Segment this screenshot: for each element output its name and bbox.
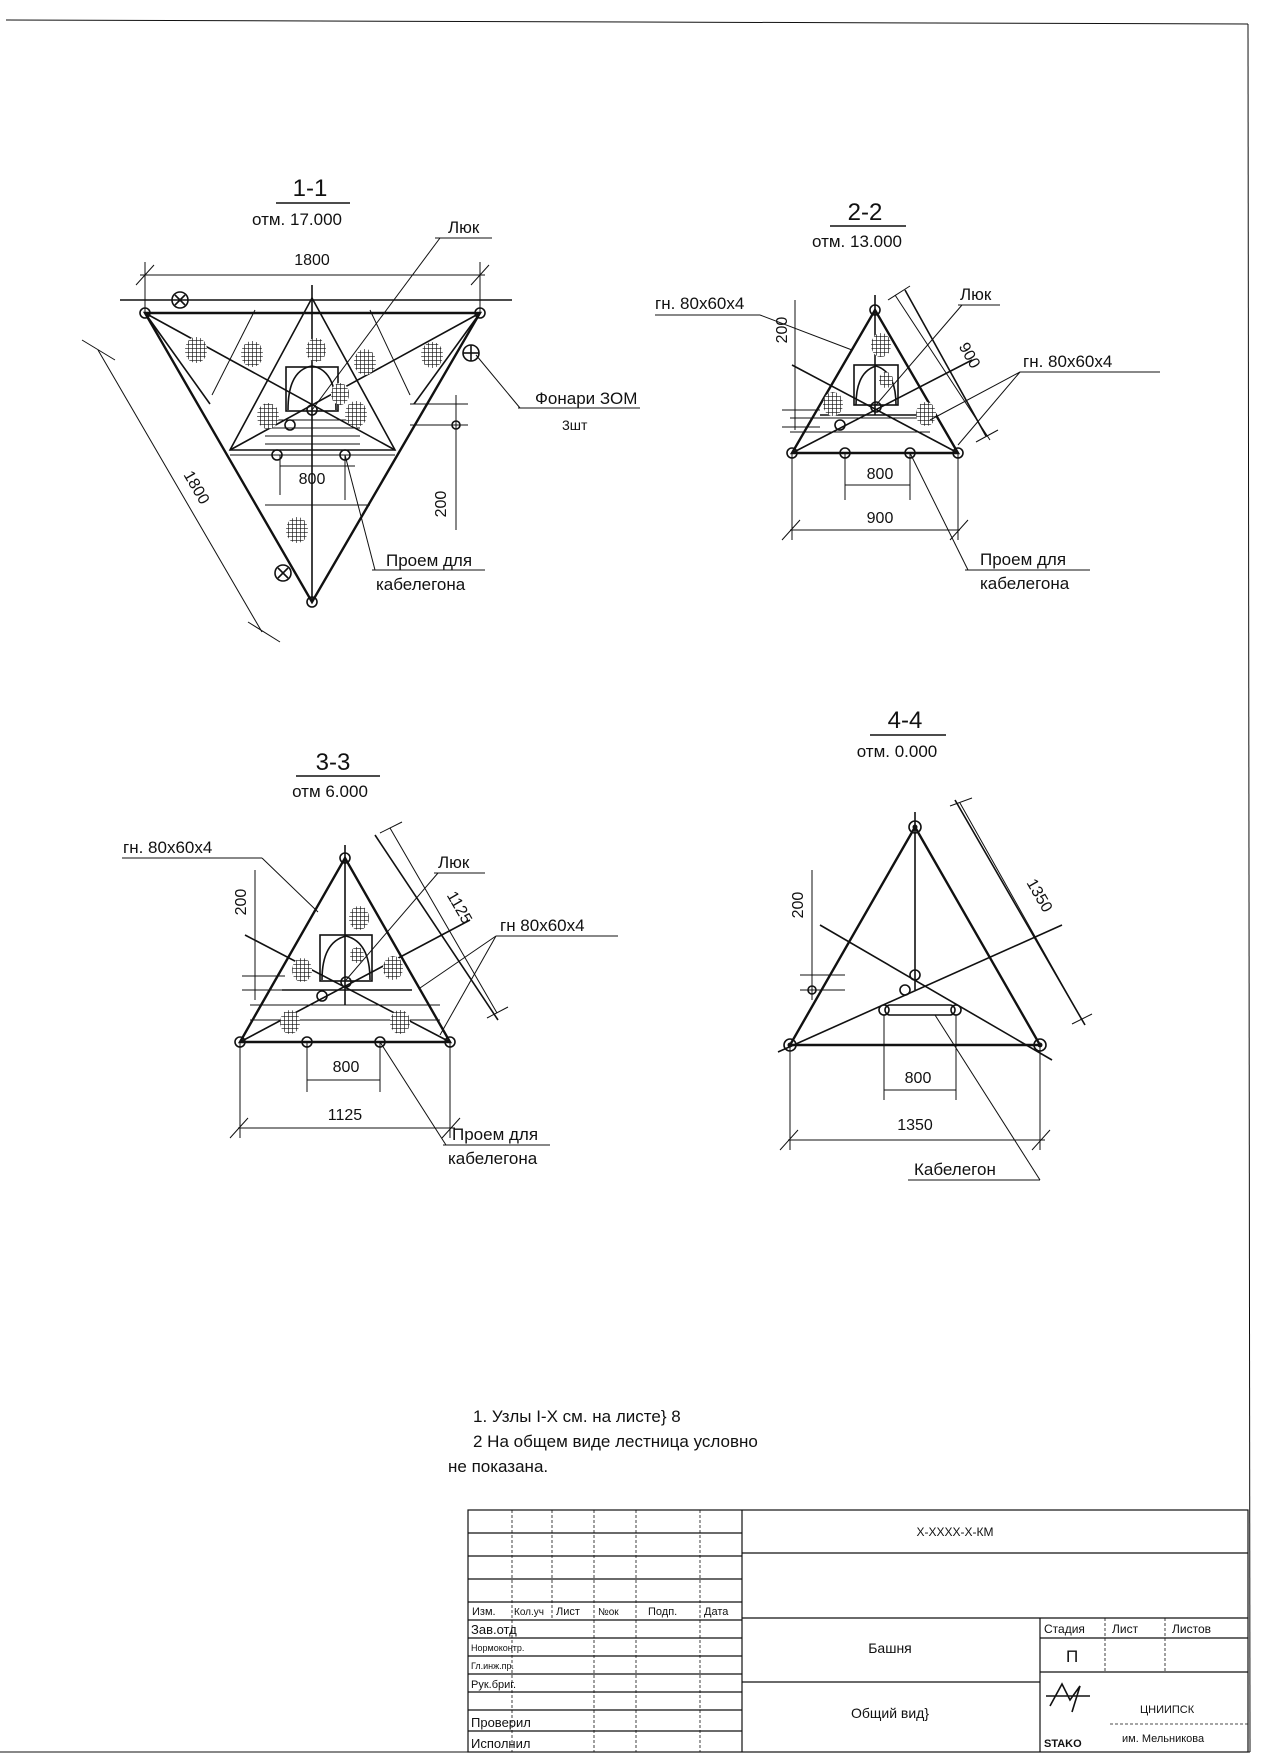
- section-title: 3-3: [316, 749, 351, 776]
- section-level: отм. 13.000: [812, 232, 902, 251]
- sheet-title: Общий вид}: [851, 1705, 929, 1721]
- header-cell: Изм.: [472, 1606, 496, 1618]
- dim-top: 1800: [294, 252, 330, 269]
- section-level: отм 6.000: [292, 782, 368, 801]
- section-level: отм. 0.000: [857, 742, 938, 761]
- org-subname: им. Мельникова: [1122, 1733, 1205, 1745]
- label-opening-1: Проем для: [980, 550, 1066, 569]
- role-cell: Зав.отд: [471, 1622, 517, 1637]
- header-cell: Подп.: [648, 1606, 677, 1618]
- section-4-4: 4-4 отм. 0.000 1350 800 1350: [777, 707, 1093, 1181]
- header-cell: Дата: [704, 1606, 729, 1618]
- light-icon: [274, 564, 292, 582]
- label-lights-qty: 3шт: [562, 417, 588, 433]
- dim-height: 200: [233, 889, 250, 916]
- section-title: 4-4: [888, 707, 923, 734]
- doc-code: Х-ХХХХ-Х-КМ: [917, 1525, 994, 1539]
- note-line: 2 На общем виде лестница условно: [473, 1432, 758, 1451]
- label-opening-1: Проем для: [452, 1125, 538, 1144]
- section-title: 1-1: [293, 175, 328, 202]
- section-3-3: 3-3 отм 6.000 1125 800: [122, 749, 618, 1168]
- sheet-frame: [0, 19, 1251, 1753]
- note-line: 1. Узлы I-X см. на листе} 8: [473, 1407, 681, 1426]
- role-cell: Гл.инж.пр.: [471, 1661, 514, 1671]
- role-cell: Исполнил: [471, 1736, 530, 1751]
- light-icon: [171, 291, 189, 309]
- label-hatch: Люк: [960, 285, 992, 304]
- dim-height: 200: [774, 317, 791, 344]
- label-opening-2: кабелегона: [980, 574, 1070, 593]
- section-1-1: 1-1 отм. 17.000: [81, 175, 640, 643]
- dim-base: 1350: [897, 1117, 933, 1134]
- label-cable: Кабелегон: [914, 1160, 996, 1179]
- label-opening-2: кабелегона: [448, 1149, 538, 1168]
- platform-outline: [237, 855, 453, 1044]
- role-cell: Нормоконтр.: [471, 1643, 524, 1653]
- label-hatch: Люк: [438, 853, 470, 872]
- dim-hatch-width: 800: [867, 466, 894, 483]
- label-opening-1: Проем для: [386, 551, 472, 570]
- label-profile-right: гн. 80х60х4: [1023, 352, 1112, 371]
- role-cell: Рук.бриг.: [471, 1679, 516, 1691]
- light-icon: [462, 344, 480, 362]
- label-profile-left: гн. 80х60х4: [123, 838, 212, 857]
- sheet-label: Лист: [1112, 1622, 1139, 1636]
- anchor-node: [908, 820, 922, 834]
- label-profile-left: гн. 80х60х4: [655, 294, 744, 313]
- dim-side: 1125: [443, 889, 475, 927]
- platform-outline: [789, 307, 961, 455]
- dim-hatch-width: 800: [333, 1059, 360, 1076]
- section-2-2: 2-2 отм. 13.000 900 800: [655, 199, 1160, 593]
- label-profile-right: гн 80х60х4: [500, 916, 585, 935]
- cable-tray: [884, 1004, 956, 1016]
- logo-text: STAKO: [1044, 1738, 1082, 1750]
- dim-height: 200: [790, 892, 807, 919]
- dim-hatch-width: 800: [905, 1070, 932, 1087]
- header-cell: Кол.уч: [514, 1607, 544, 1618]
- dim-hatch-width: 800: [299, 471, 326, 488]
- section-title: 2-2: [848, 199, 883, 226]
- header-cell: №ок: [598, 1607, 619, 1618]
- dim-height: 200: [433, 491, 450, 518]
- platform-outline: [787, 824, 1043, 1047]
- note-line: не показана.: [448, 1457, 548, 1476]
- label-opening-2: кабелегона: [376, 575, 466, 594]
- dim-base: 1125: [328, 1107, 363, 1124]
- dim-side: 1800: [180, 468, 213, 507]
- org-name: ЦНИИПСК: [1140, 1704, 1195, 1716]
- dim-side: 1350: [1023, 876, 1056, 915]
- dim-base: 900: [867, 510, 894, 527]
- stage-value: П: [1066, 1647, 1078, 1666]
- role-cell: Проверил: [471, 1715, 531, 1730]
- label-lights: Фонари ЗОМ: [535, 389, 637, 408]
- label-hatch: Люк: [448, 218, 480, 237]
- notes: 1. Узлы I-X см. на листе} 8 2 На общем в…: [448, 1407, 758, 1476]
- stage-label: Стадия: [1044, 1622, 1085, 1636]
- stako-logo: STAKO: [1044, 1682, 1090, 1750]
- header-cell: Лист: [556, 1606, 580, 1618]
- title-block: Изм. Кол.уч Лист №ок Подп. Дата Зав.отд …: [467, 1509, 1249, 1753]
- sheets-label: Листов: [1172, 1622, 1211, 1636]
- section-level: отм. 17.000: [252, 210, 342, 229]
- hatch-box: [319, 934, 373, 982]
- object-name: Башня: [868, 1640, 912, 1656]
